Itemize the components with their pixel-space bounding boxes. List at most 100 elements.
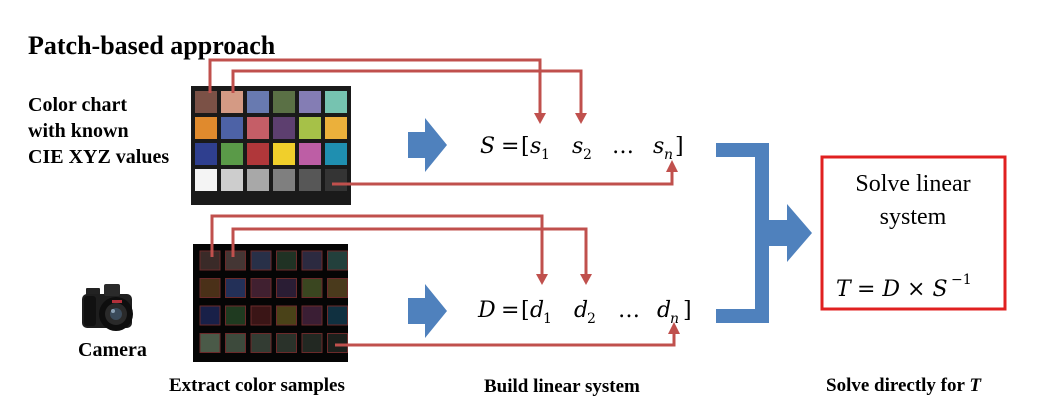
caption-extract: Extract color samples — [169, 375, 345, 396]
eq-s-open-bracket: [ — [521, 134, 530, 159]
solve-eq-superscript: −1 — [951, 272, 972, 288]
camera-patch-r4-c1 — [199, 333, 221, 353]
camera-patch-r4-c2 — [225, 333, 246, 353]
eq-d-open-bracket: [ — [521, 298, 530, 323]
arrowhead-dn — [668, 322, 680, 334]
arrowhead-d2 — [580, 274, 592, 285]
chart-patch-r4-c3 — [247, 169, 269, 191]
top-connector-heads — [534, 113, 678, 172]
eq-d-sub-n: n — [670, 311, 679, 327]
camera-patch-r2-c1 — [199, 278, 221, 298]
bottom-connector-heads — [536, 274, 680, 334]
chart-patch-r4-c4 — [273, 169, 295, 191]
arrowhead-d1 — [536, 274, 548, 285]
camera-patch-r3-c2 — [225, 305, 246, 326]
camera-lens-accent — [112, 300, 122, 303]
camera-patch-r3-c6 — [327, 305, 348, 326]
chart-label-line-2: with known — [28, 120, 129, 142]
chart-patch-r1-c2 — [221, 91, 243, 113]
chart-patch-r1-c3 — [247, 91, 269, 113]
eq-s-dots: … — [612, 134, 634, 159]
eq-d-dots: … — [618, 298, 640, 323]
chart-patch-r3-c6 — [325, 143, 347, 165]
camera-lens-reflection — [111, 309, 115, 313]
chart-patch-r2-c4 — [273, 117, 295, 139]
camera-patch-r3-c4 — [276, 305, 297, 326]
solve-eq-rest: = D × S — [857, 277, 948, 302]
caption-build: Build linear system — [484, 376, 640, 397]
eq-d-elem-1: d — [530, 298, 544, 323]
camera-patch-r4-c6 — [327, 333, 348, 353]
camera-capture — [193, 244, 348, 362]
camera-patch-r2-c4 — [276, 278, 297, 298]
equation-s: S = [ s 1 s 2 … s n ] — [480, 134, 684, 163]
connector-patch-n-to-sn — [332, 170, 674, 186]
chart-patch-r2-c5 — [299, 117, 321, 139]
chart-label-line-1: Color chart — [28, 94, 127, 116]
camera-patch-r3-c5 — [301, 305, 323, 326]
chart-patch-r2-c3 — [247, 117, 269, 139]
eq-s-elem-2: s — [572, 134, 583, 159]
color-chart-label: Color chart with known CIE XYZ values — [28, 94, 169, 168]
chart-patch-r1-c5 — [299, 91, 321, 113]
connector-patch-1-to-s1 — [208, 58, 542, 115]
chart-patch-r3-c3 — [247, 143, 269, 165]
eq-d-sub-1: 1 — [543, 311, 552, 327]
eq-s-close-bracket: ] — [675, 134, 684, 159]
camera-capture-patches — [199, 250, 348, 353]
chart-patch-r4-c6 — [325, 169, 347, 191]
eq-s-sub-n: n — [664, 147, 673, 163]
caption-solve-t: T — [969, 375, 982, 396]
eq-d-elem-n: d — [657, 298, 671, 323]
chart-patch-r4-c5 — [299, 169, 321, 191]
top-connectors — [208, 58, 674, 186]
chart-patch-r1-c1 — [195, 91, 217, 113]
camera-patch-r1-c6 — [327, 250, 348, 271]
caption-solve: Solve directly for T — [826, 375, 982, 396]
solve-box: Solve linear system T = D × S −1 — [820, 155, 1007, 311]
chart-patch-r1-c4 — [273, 91, 295, 113]
camera-image — [82, 284, 133, 331]
solve-box-line-1: Solve linear — [855, 171, 970, 197]
bottom-connectors — [210, 214, 676, 347]
solve-eq-t: T — [836, 277, 853, 302]
arrow-chart-to-s — [408, 118, 447, 172]
eq-s-sub-1: 1 — [541, 147, 550, 163]
chart-label-line-3: CIE XYZ values — [28, 146, 169, 168]
camera-patch-r1-c2 — [225, 250, 246, 271]
camera-patch-r2-c3 — [250, 278, 272, 298]
chart-patch-r4-c2 — [221, 169, 243, 191]
connector-sample-1-to-d1 — [210, 214, 544, 276]
chart-patch-r3-c5 — [299, 143, 321, 165]
camera-label: Camera — [78, 339, 147, 361]
connector-sample-n-to-dn — [335, 332, 676, 347]
camera-patch-r2-c5 — [301, 278, 323, 298]
camera-patch-r1-c3 — [250, 250, 272, 271]
eq-s-elem-n: s — [653, 134, 664, 159]
camera-patch-r1-c1 — [199, 250, 221, 271]
chart-patch-r1-c6 — [325, 91, 347, 113]
camera-patch-r3-c1 — [199, 305, 221, 326]
chart-patch-r2-c1 — [195, 117, 217, 139]
camera-patch-r1-c5 — [301, 250, 323, 271]
eq-d-lhs: D — [477, 298, 496, 323]
camera-viewfinder — [104, 284, 120, 296]
camera-patch-r2-c6 — [327, 278, 348, 298]
equation-d: D = [ d 1 d 2 … d n ] — [477, 298, 692, 327]
eq-d-close-bracket: ] — [683, 298, 692, 323]
solve-box-border — [820, 155, 1007, 311]
chart-patch-r3-c1 — [195, 143, 217, 165]
eq-s-lhs: S — [480, 134, 495, 159]
color-chart — [191, 86, 351, 205]
arrow-to-solve — [769, 204, 812, 262]
color-chart-patches — [195, 91, 347, 191]
chart-patch-r2-c6 — [325, 117, 347, 139]
caption-solve-prefix: Solve directly for — [826, 375, 969, 396]
color-chart-background — [191, 86, 351, 205]
eq-s-elem-1: s — [530, 134, 541, 159]
arrowhead-s1 — [534, 113, 546, 124]
arrowhead-sn — [666, 160, 678, 172]
eq-s-sub-2: 2 — [583, 147, 592, 163]
eq-d-equals: = — [501, 298, 519, 323]
